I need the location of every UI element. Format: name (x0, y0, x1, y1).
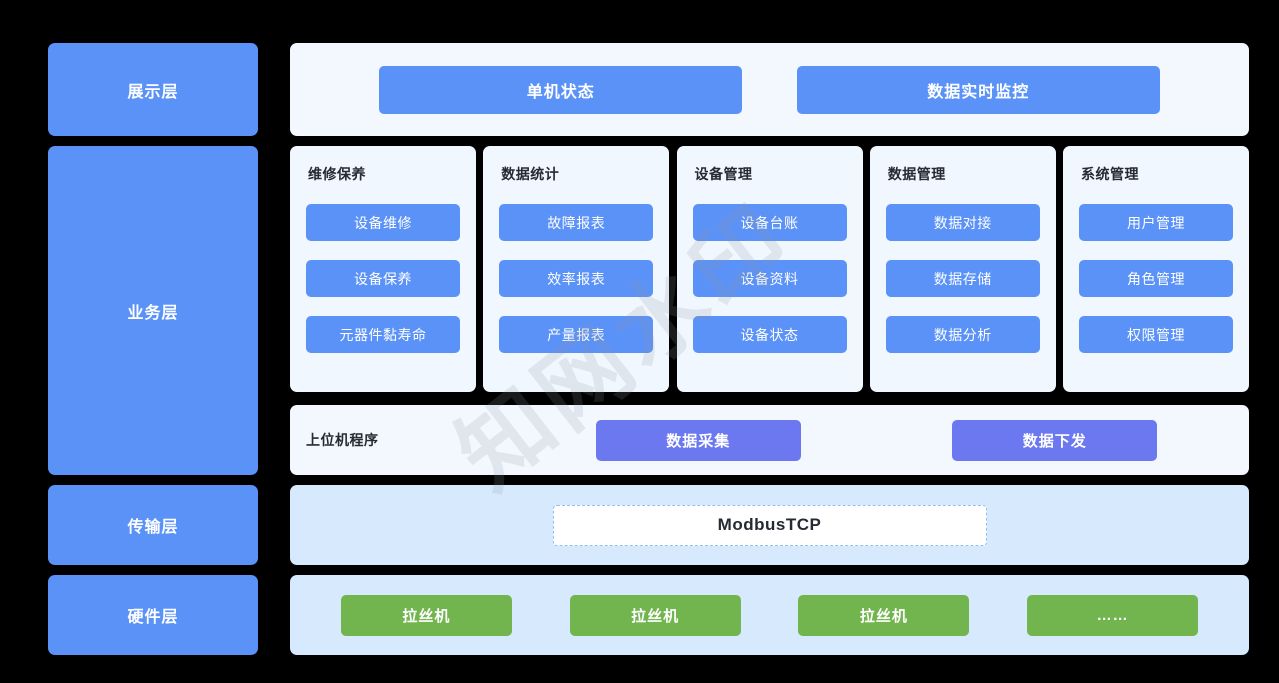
module-button-data-storage[interactable]: 数据存储 (885, 260, 1040, 297)
layer-label-business: 业务层 (127, 304, 179, 322)
module-button-role-management[interactable]: 角色管理 (1079, 260, 1233, 297)
host-program-panel: 上位机程序 数据采集 数据下发 (290, 405, 1249, 475)
module-button-equipment-status[interactable]: 设备状态 (692, 316, 847, 353)
device-button-wire-drawing-machine-1[interactable]: 拉丝机 (340, 594, 512, 636)
module-title-data-statistics: 数据统计 (501, 166, 560, 182)
module-button-component-lifetime[interactable]: 元器件黏寿命 (306, 316, 460, 353)
module-button-efficiency-report[interactable]: 效率报表 (499, 260, 654, 297)
layer-chip-presentation: 展示层 (48, 43, 258, 136)
module-button-equipment-ledger[interactable]: 设备台账 (692, 204, 847, 241)
module-button-user-management[interactable]: 用户管理 (1079, 204, 1233, 241)
presentation-button-machine-status[interactable]: 单机状态 (379, 65, 743, 114)
host-program-label: 上位机程序 (306, 432, 379, 448)
module-button-data-analysis[interactable]: 数据分析 (885, 316, 1040, 353)
module-items-data-management: 数据对接 数据存储 数据分析 (884, 204, 1042, 353)
module-items-data-statistics: 故障报表 效率报表 产量报表 (497, 204, 655, 353)
module-button-equipment-documents[interactable]: 设备资料 (692, 260, 847, 297)
module-title-equipment-management: 设备管理 (694, 166, 753, 182)
layer-label-hardware: 硬件层 (127, 609, 179, 626)
module-button-permission-management[interactable]: 权限管理 (1079, 316, 1233, 353)
module-button-data-integration[interactable]: 数据对接 (885, 204, 1040, 241)
host-button-data-acquisition[interactable]: 数据采集 (595, 419, 801, 461)
module-button-fault-report[interactable]: 故障报表 (499, 204, 654, 241)
host-button-data-dispatch[interactable]: 数据下发 (952, 419, 1158, 461)
module-card-equipment-management: 设备管理 设备台账 设备资料 设备状态 (676, 146, 863, 392)
layer-chip-hardware: 硬件层 (48, 575, 258, 655)
module-title-maintenance: 维修保养 (308, 166, 366, 182)
module-card-system-management: 系统管理 用户管理 角色管理 权限管理 (1063, 146, 1249, 392)
module-card-data-management: 数据管理 数据对接 数据存储 数据分析 (869, 146, 1056, 392)
layer-chip-business: 业务层 (48, 146, 258, 475)
device-button-more[interactable]: …… (1027, 594, 1199, 636)
business-module-cards: 维修保养 设备维修 设备保养 元器件黏寿命 数据统计 故障报表 效率报表 产量报… (290, 146, 1249, 392)
device-button-wire-drawing-machine-2[interactable]: 拉丝机 (569, 594, 741, 636)
module-items-maintenance: 设备维修 设备保养 元器件黏寿命 (304, 204, 462, 353)
layer-label-presentation: 展示层 (127, 83, 179, 101)
module-title-system-management: 系统管理 (1081, 166, 1139, 182)
module-items-system-management: 用户管理 角色管理 权限管理 (1077, 204, 1235, 353)
module-card-data-statistics: 数据统计 故障报表 效率报表 产量报表 (483, 146, 670, 392)
module-button-equipment-upkeep[interactable]: 设备保养 (306, 260, 460, 297)
presentation-layer-panel: 单机状态 数据实时监控 (290, 43, 1249, 136)
presentation-button-realtime-monitoring[interactable]: 数据实时监控 (796, 65, 1160, 114)
module-card-maintenance: 维修保养 设备维修 设备保养 元器件黏寿命 (290, 146, 476, 392)
layer-label-transport: 传输层 (127, 519, 179, 536)
module-button-output-report[interactable]: 产量报表 (499, 316, 654, 353)
module-items-equipment-management: 设备台账 设备资料 设备状态 (691, 204, 849, 353)
layer-chip-transport: 传输层 (48, 485, 258, 565)
device-button-wire-drawing-machine-3[interactable]: 拉丝机 (798, 594, 970, 636)
hardware-layer-panel: 拉丝机 拉丝机 拉丝机 …… (290, 575, 1249, 655)
module-title-data-management: 数据管理 (887, 166, 946, 182)
protocol-box-modbustcp: ModbusTCP (552, 504, 987, 546)
transport-layer-panel: ModbusTCP (290, 485, 1249, 565)
host-program-buttons: 数据采集 数据下发 (520, 419, 1249, 461)
module-button-equipment-repair[interactable]: 设备维修 (306, 204, 460, 241)
